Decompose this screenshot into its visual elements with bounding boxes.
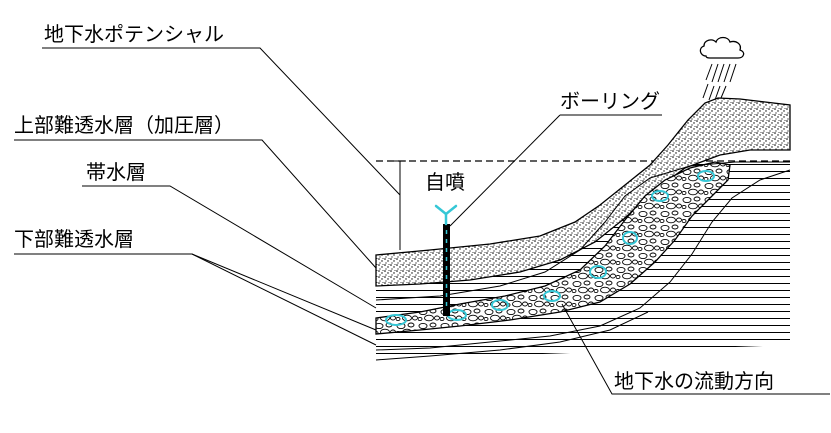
groundwater-flow-markers: [385, 170, 715, 326]
upper-aquitard-layer: [375, 97, 791, 287]
label-flow-direction: 地下水の流動方向: [614, 369, 774, 393]
label-artesian-flow: 自噴: [425, 170, 465, 194]
aquifer-layer: [375, 161, 731, 335]
label-groundwater-potential: 地下水ポテンシャル: [44, 22, 224, 46]
leader-lines: [14, 47, 830, 395]
rain-cloud-icon: [699, 36, 745, 101]
label-boring: ボーリング: [560, 89, 660, 113]
label-lower-aquitard: 下部難透水層: [14, 227, 134, 251]
label-aquifer: 帯水層: [86, 160, 146, 184]
label-upper-aquitard: 上部難透水層（加圧層）: [14, 113, 234, 137]
fountain-icon: [434, 204, 458, 226]
